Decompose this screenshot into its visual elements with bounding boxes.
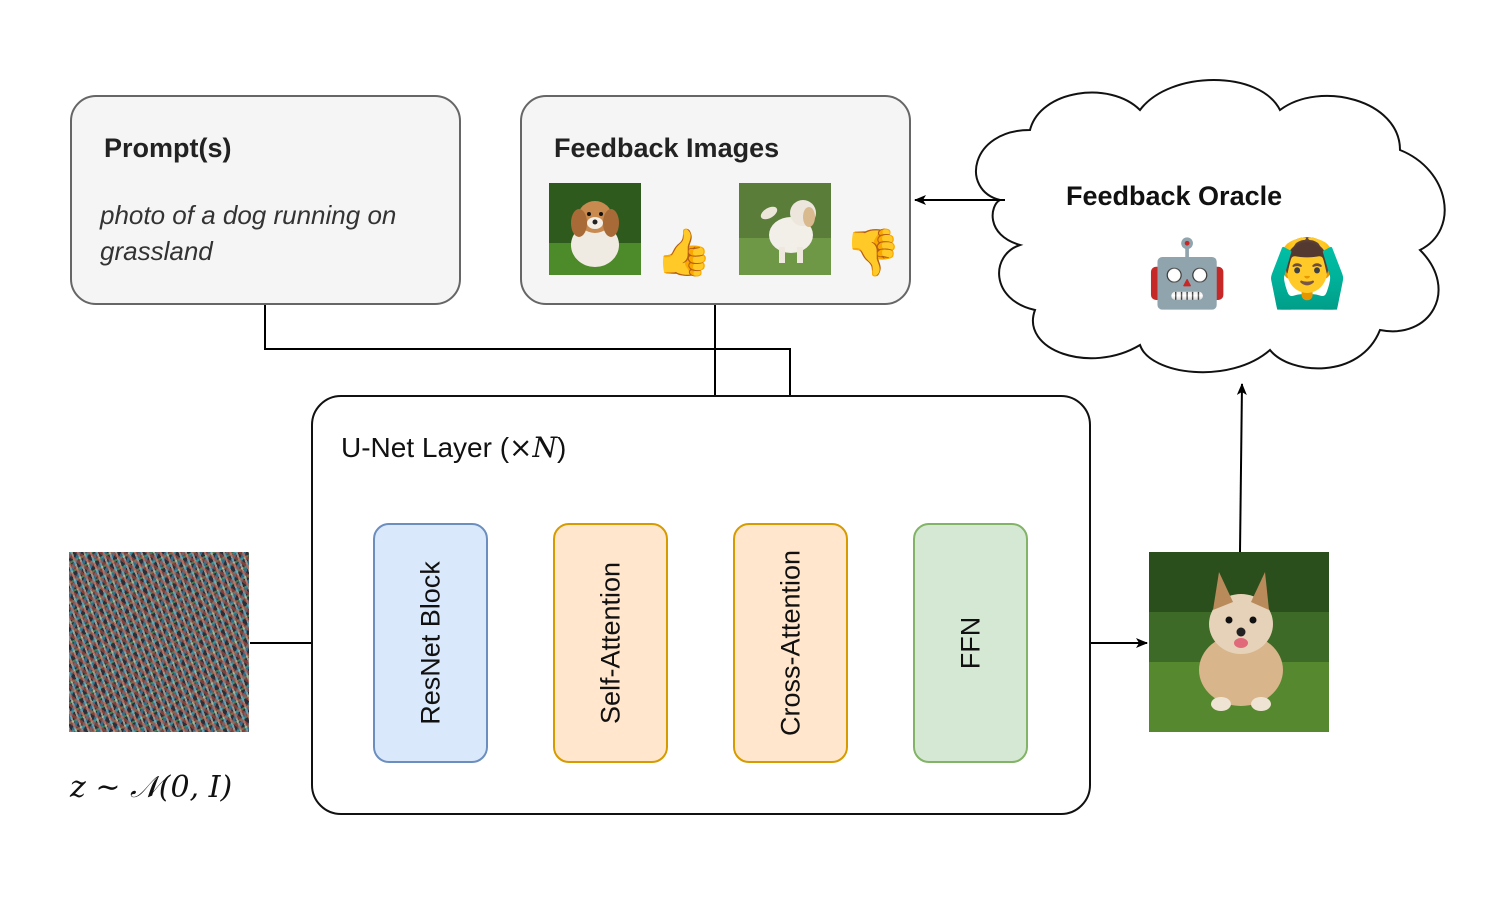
cross-attention-label: Cross-Attention (775, 549, 805, 737)
ffn-label: FFN (955, 616, 985, 670)
ffn-block: FFN (913, 523, 1028, 763)
prompt-box: Prompt(s) photo of a dog running on gras… (70, 95, 461, 305)
prompt-text: photo of a dog running on grassland (100, 200, 397, 266)
self-attention-label: Self-Attention (595, 561, 625, 725)
feedback-oracle-title: Feedback Oracle (1066, 181, 1283, 211)
resnet-block: ResNet Block (373, 523, 488, 763)
noise-input-image (69, 552, 249, 732)
oracle-cloud-shape (975, 79, 1446, 374)
output-dog-image (1149, 552, 1329, 732)
thumbs-up-icon: 👍 (655, 226, 713, 278)
unet-title-math: ×N (509, 431, 558, 464)
human-gesture-icon: 🙆‍♂️ (1266, 236, 1349, 310)
noise-formula: z ∼ 𝒩(0, I) (70, 770, 233, 805)
thumbs-down-icon: 👎 (844, 226, 902, 278)
feedback-images-box: Feedback Images 👍 👎 (520, 95, 911, 305)
unet-title-text: U-Net Layer ( (341, 432, 510, 463)
self-attention-block: Self-Attention (553, 523, 668, 763)
output-to-oracle-arrow (1236, 383, 1247, 553)
negative-dog-image (739, 183, 831, 275)
positive-dog-image (549, 183, 641, 275)
unet-title-close: ) (557, 432, 567, 463)
cross-attention-block: Cross-Attention (733, 523, 848, 763)
robot-icon: 🤖 (1146, 236, 1229, 310)
unet-layer-title: U-Net Layer (×N) (341, 431, 566, 464)
prompt-box-title: Prompt(s) (104, 133, 232, 163)
feedback-images-title: Feedback Images (554, 133, 780, 163)
resnet-block-label: ResNet Block (415, 561, 445, 725)
